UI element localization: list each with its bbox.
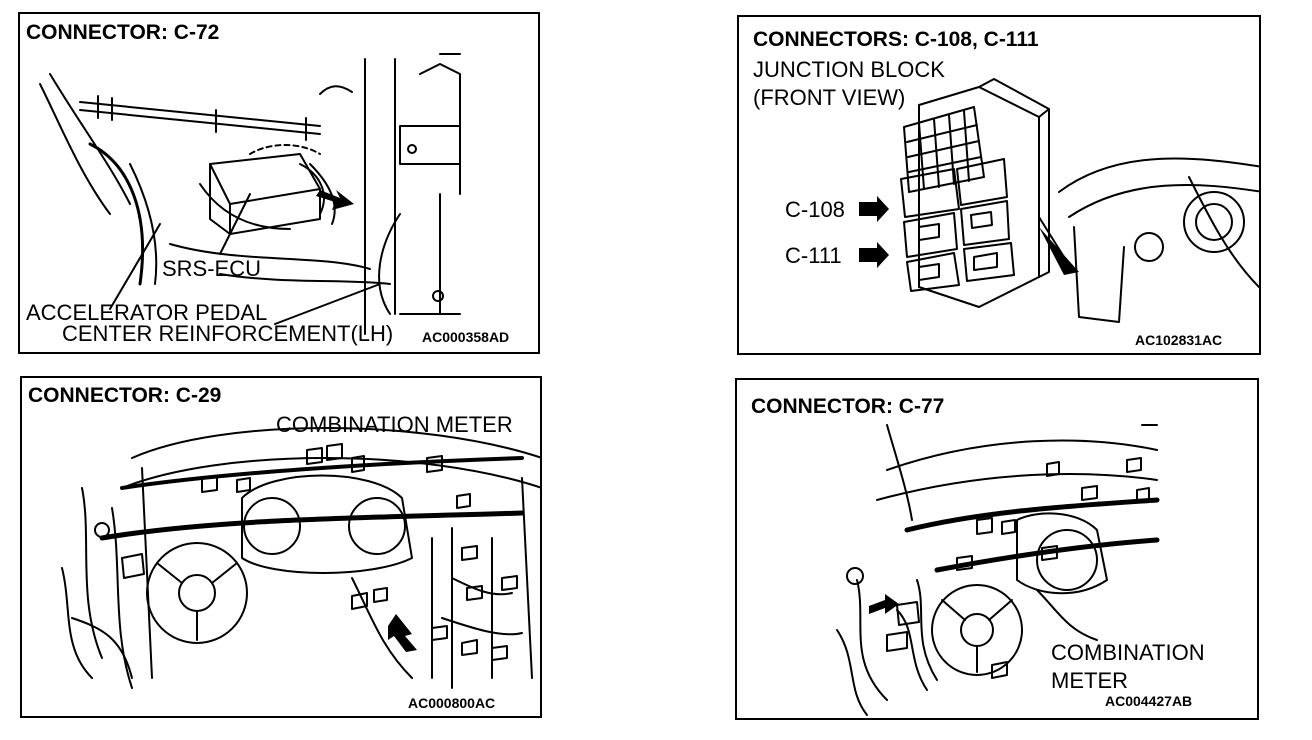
panel-title: CONNECTOR: C-72 xyxy=(26,21,220,44)
figure-code: AC000358AD xyxy=(422,329,510,345)
arrow-icon xyxy=(316,190,354,210)
arrow-icon xyxy=(869,594,899,614)
label-center-reinforcement: CENTER REINFORCEMENT(LH) xyxy=(62,321,394,346)
panel-title: CONNECTOR: C-77 xyxy=(751,395,945,418)
label-c111: C-111 xyxy=(785,243,842,268)
label-meter: METER xyxy=(1051,668,1128,693)
figure-code: AC000800AC xyxy=(408,695,496,711)
panel-connector-c29: CONNECTOR: C-29 COMBINATION METER AC0008… xyxy=(20,376,542,718)
panel-connectors-c108-c111: CONNECTORS: C-108, C-111 JUNCTION BLOCK … xyxy=(737,15,1261,355)
panel-connector-c77: CONNECTOR: C-77 COMBINATION METER AC0044… xyxy=(735,378,1259,720)
label-srs-ecu: SRS-ECU xyxy=(162,256,262,281)
label-junction-block: JUNCTION BLOCK xyxy=(753,57,945,82)
label-c108: C-108 xyxy=(785,197,845,222)
figure-code: AC004427AB xyxy=(1105,693,1193,709)
panel-title: CONNECTOR: C-29 xyxy=(28,384,222,407)
c29-illustration xyxy=(61,427,540,689)
arrow-icon xyxy=(859,196,889,222)
arrow-icon xyxy=(388,614,417,652)
c72-illustration xyxy=(39,53,461,335)
panel-title: CONNECTORS: C-108, C-111 xyxy=(753,28,1039,51)
panel-connector-c72: CONNECTOR: C-72 SRS-ECU ACCELERATOR PEDA… xyxy=(18,12,540,354)
c77-illustration xyxy=(836,424,1160,716)
figure-code: AC102831AC xyxy=(1135,332,1223,348)
label-combination-meter: COMBINATION METER xyxy=(276,412,513,437)
label-front-view: (FRONT VIEW) xyxy=(753,85,906,110)
junction-block-illustration xyxy=(859,78,1259,323)
arrow-icon xyxy=(859,242,889,268)
label-combination: COMBINATION xyxy=(1051,640,1205,665)
label-accelerator-pedal: ACCELERATOR PEDAL xyxy=(26,300,268,325)
